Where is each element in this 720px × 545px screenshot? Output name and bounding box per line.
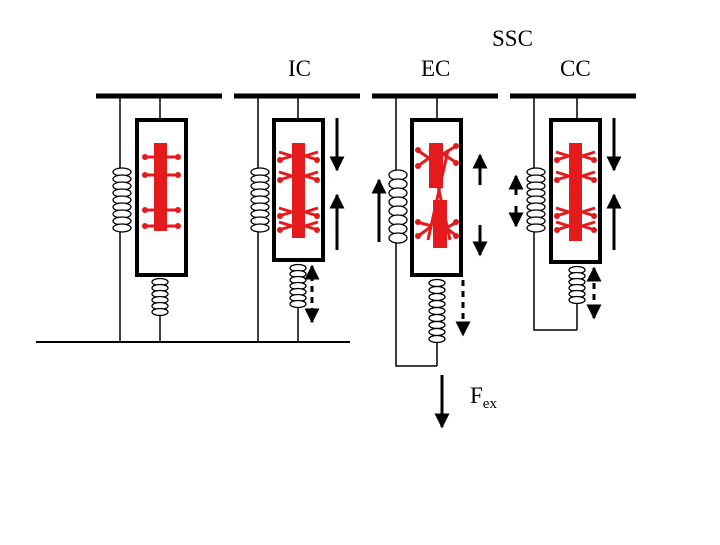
panel-ssc: Fex: [371, 93, 498, 429]
contractile-filaments: [554, 143, 597, 241]
parallel-spring: [388, 169, 408, 244]
motion-arrows: [508, 118, 622, 320]
series-spring: [289, 263, 307, 309]
series-spring: [428, 278, 446, 344]
parallel-spring: [250, 167, 270, 233]
label-ec: EC: [421, 56, 450, 81]
label-ic: IC: [288, 56, 311, 81]
contractile-filaments: [142, 143, 181, 231]
label-ssc: SSC: [492, 26, 533, 51]
panel-cc: [508, 93, 636, 331]
contractile-filaments: [415, 143, 459, 248]
panel-ec: [234, 93, 360, 342]
force-label: Fex: [470, 383, 497, 412]
series-spring: [151, 277, 169, 317]
parallel-spring: [526, 167, 546, 233]
label-cc: CC: [560, 56, 591, 81]
motion-arrows: [371, 153, 488, 429]
motion-arrows: [304, 118, 345, 324]
panel-ic: [96, 93, 222, 342]
contractile-filaments: [277, 143, 320, 238]
parallel-spring: [112, 167, 132, 233]
series-spring: [568, 265, 586, 305]
